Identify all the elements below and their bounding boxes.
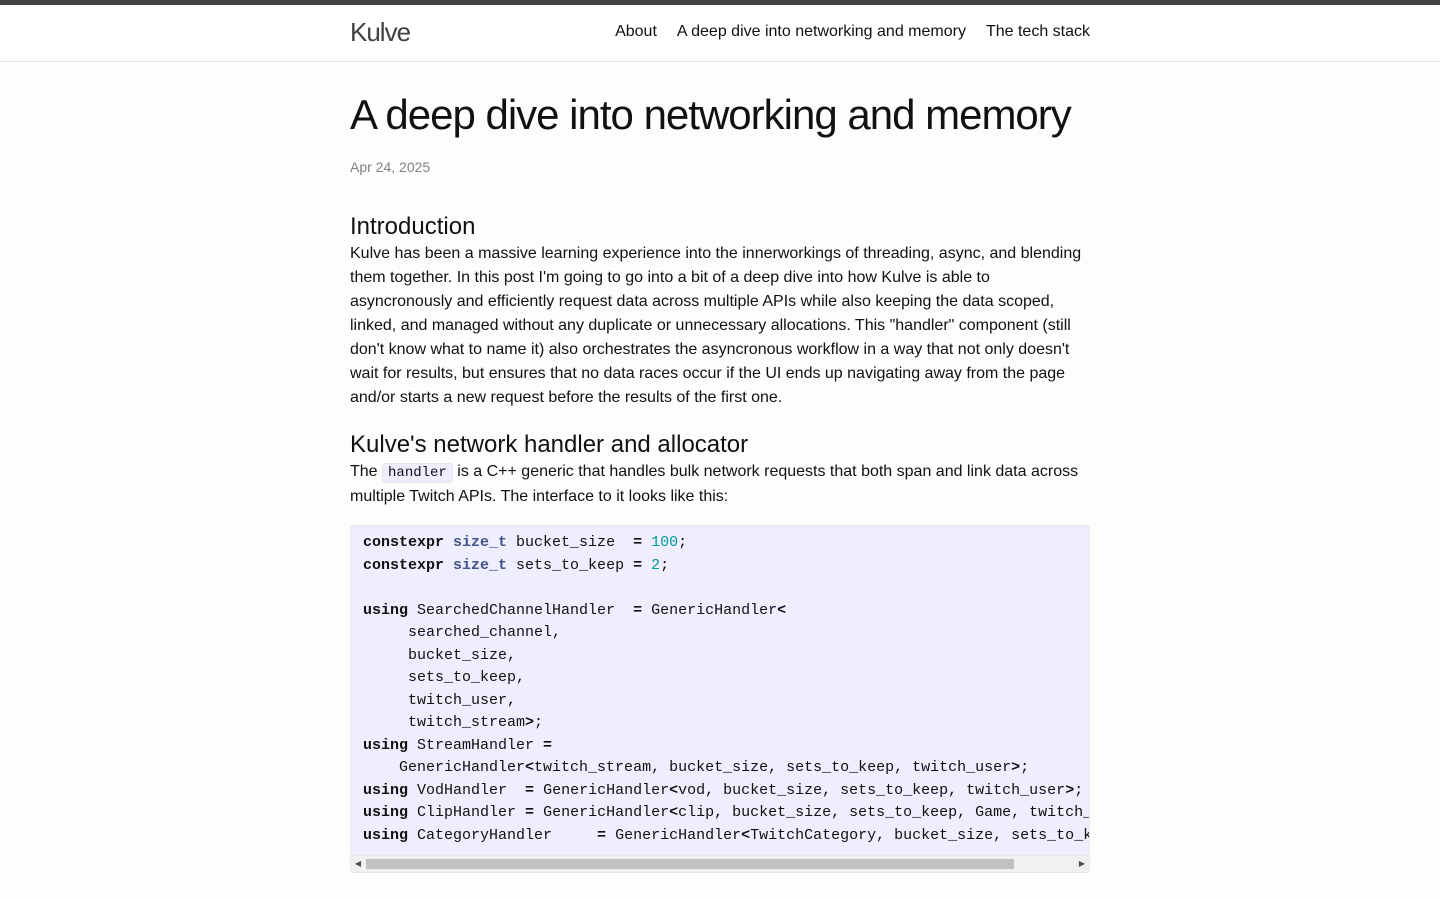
code-line: twitch_user, <box>363 691 517 709</box>
nav-link-about[interactable]: About <box>615 23 657 40</box>
code-line: using CategoryHandler = GenericHandler<T… <box>363 826 1089 844</box>
section-heading-introduction: Introduction <box>350 213 476 240</box>
code-line: using SearchedChannelHandler = GenericHa… <box>363 601 787 619</box>
section-heading-network-handler: Kulve's network handler and allocator <box>350 431 749 458</box>
code-line: GenericHandler<twitch_stream, bucket_siz… <box>363 759 1030 776</box>
post-title: A deep dive into networking and memory <box>350 91 1072 138</box>
nav-link-deep-dive[interactable]: A deep dive into networking and memory <box>676 23 966 40</box>
horizontal-scrollbar[interactable]: ◀ ▶ <box>351 855 1089 872</box>
code-line: searched_channel, <box>363 624 562 641</box>
post-date: Apr 24, 2025 <box>350 159 431 175</box>
site-title-link[interactable]: Kulve <box>350 17 411 47</box>
code-line: bucket_size, <box>363 646 517 664</box>
code-line: using StreamHandler = <box>363 736 553 754</box>
post-content: A deep dive into networking and memory A… <box>350 62 1090 873</box>
code-line: using ClipHandler = GenericHandler<clip,… <box>363 804 1089 821</box>
scroll-left-arrow-icon[interactable]: ◀ <box>354 859 362 868</box>
site-header: Kulve About A deep dive into networking … <box>0 5 1440 62</box>
handler-paragraph-before: The <box>350 463 383 480</box>
code-block[interactable]: constexpr size_t bucket_size = 100; cons… <box>350 525 1090 873</box>
site-nav: About A deep dive into networking and me… <box>615 22 1090 42</box>
scrollbar-thumb[interactable] <box>366 859 1014 869</box>
code-line: constexpr size_t bucket_size = 100; <box>363 534 688 551</box>
code-listing: constexpr size_t bucket_size = 100; cons… <box>351 526 1089 856</box>
code-line: constexpr size_t sets_to_keep = 2; <box>363 556 670 574</box>
code-line: sets_to_keep, <box>363 669 526 686</box>
handler-paragraph-after: is a C++ generic that handles bulk netwo… <box>350 463 1079 505</box>
scroll-right-arrow-icon[interactable]: ▶ <box>1078 859 1086 868</box>
introduction-paragraph: Kulve has been a massive learning experi… <box>350 245 1082 406</box>
top-accent-bar <box>0 0 1440 5</box>
code-line: using VodHandler = GenericHandler<vod, b… <box>363 781 1084 799</box>
code-line: twitch_stream>; <box>363 714 544 731</box>
inline-code-handler: handler <box>382 463 453 483</box>
nav-link-tech-stack[interactable]: The tech stack <box>985 23 1090 40</box>
handler-paragraph: The handler is a C++ generic that handle… <box>350 460 1090 509</box>
